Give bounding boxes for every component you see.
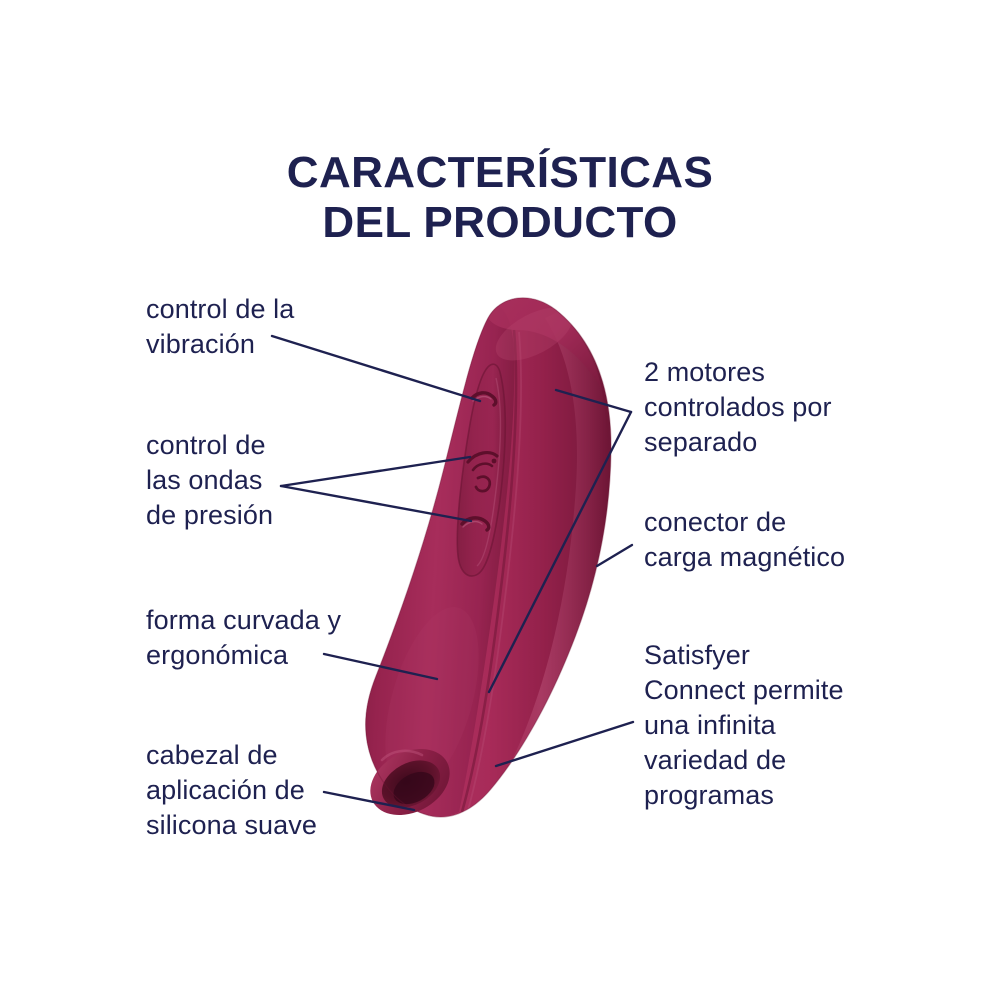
- page-title-line-2: DEL PRODUCTO: [322, 198, 678, 247]
- label-silicone-head: cabezal de aplicación de silicona suave: [146, 740, 317, 840]
- label-vibration-control: control de la vibración: [146, 294, 295, 359]
- label-curved-shape: forma curvada y ergonómica: [146, 605, 342, 670]
- label-pressure-wave-control: control de las ondas de presión: [146, 430, 274, 530]
- page-title-line-1: CARACTERÍSTICAS: [286, 148, 714, 197]
- page-title: CARACTERÍSTICAS DEL PRODUCTO: [0, 148, 1000, 248]
- label-satisfyer-connect: Satisfyer Connect permite una infinita v…: [644, 640, 844, 810]
- label-magnetic-charger: conector de carga magnético: [644, 507, 846, 572]
- label-two-motors: 2 motores controlados por separado: [644, 357, 832, 457]
- device-body: [365, 297, 612, 818]
